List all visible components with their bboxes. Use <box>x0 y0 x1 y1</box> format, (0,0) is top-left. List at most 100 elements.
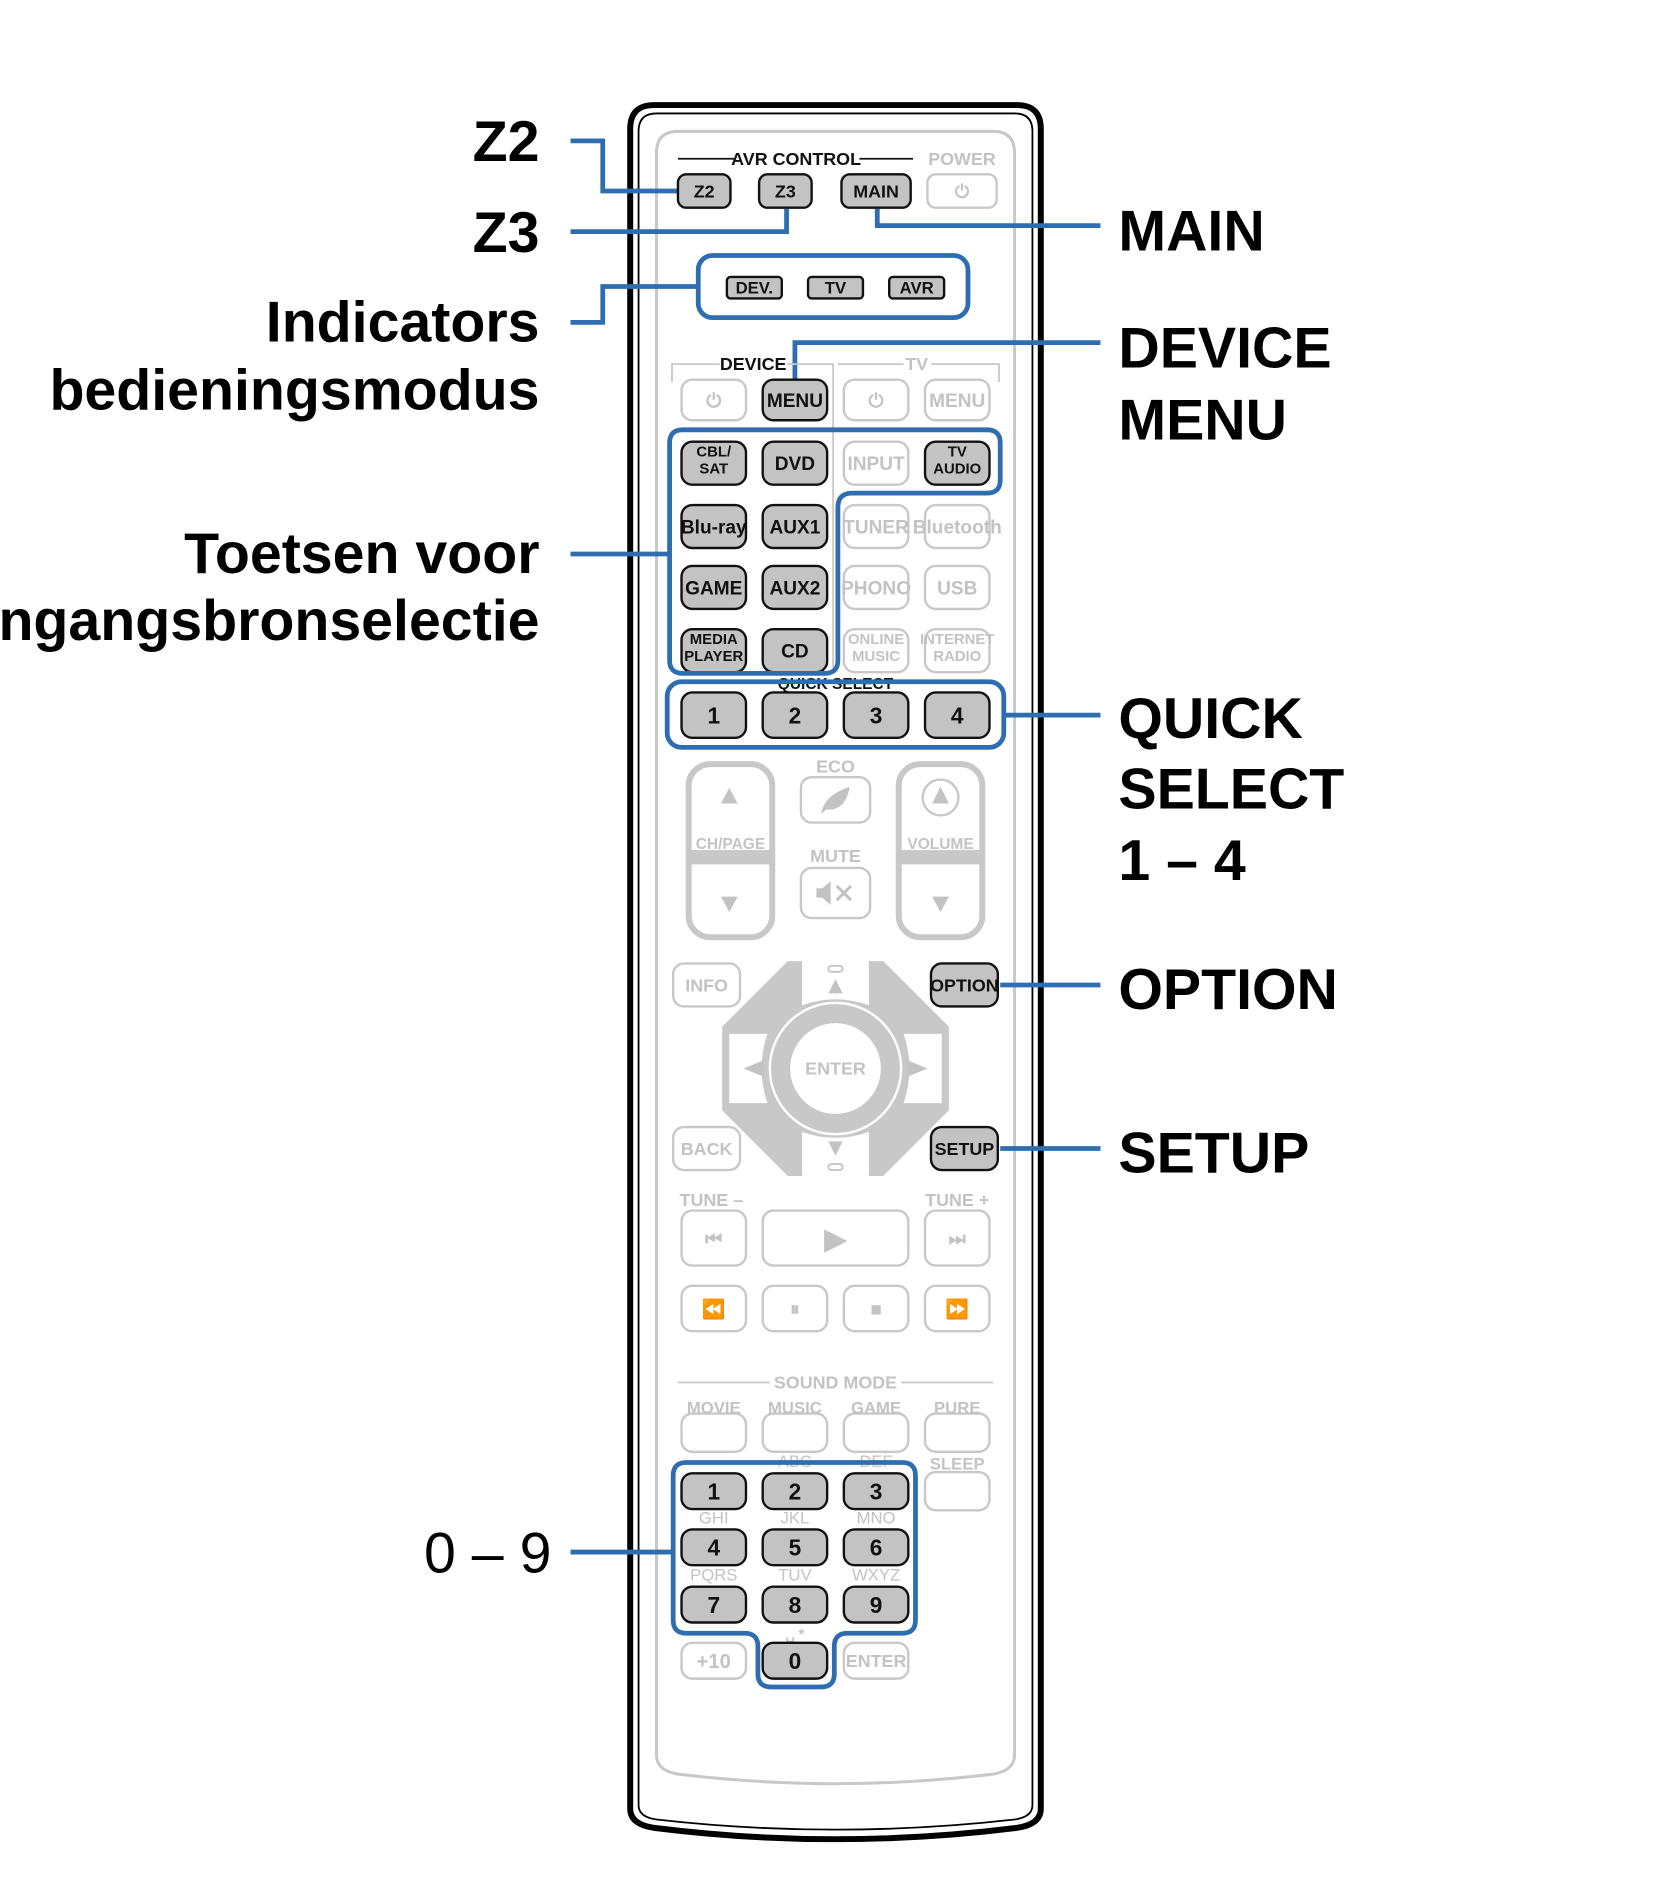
z2-button-label: Z2 <box>694 181 715 201</box>
callout-device-menu-line2: MENU <box>1118 388 1287 452</box>
z2-button[interactable]: Z2 <box>676 173 732 209</box>
input-cd-button[interactable]: CD <box>761 627 829 674</box>
power-button[interactable]: ⏻ <box>926 173 998 209</box>
rewind-button[interactable]: ⏪ <box>680 1284 748 1333</box>
prev-track-button-label: ⏮ <box>705 1229 722 1250</box>
stop-button[interactable]: ■ <box>842 1284 910 1333</box>
info-button-label: INFO <box>685 975 728 995</box>
input-internet-radio-button-label-line2: RADIO <box>933 649 981 665</box>
input-usb-button[interactable]: USB <box>923 564 991 611</box>
plus10-button[interactable]: +10 <box>680 1641 748 1680</box>
input-blu-ray-button[interactable]: Blu-ray <box>680 503 748 550</box>
enter-label: ENTER <box>805 1059 866 1079</box>
quick-select-3-button[interactable]: 3 <box>842 691 910 740</box>
option-button[interactable]: OPTION <box>929 962 1000 1008</box>
indicator-tv-label: TV <box>825 279 847 298</box>
rewind-button-label: ⏪ <box>702 1297 726 1320</box>
indicator-tv[interactable]: TV <box>806 275 865 300</box>
input-input-button[interactable]: INPUT <box>842 440 910 486</box>
ch-up-icon[interactable] <box>720 787 738 804</box>
keypad-0-button-label: 0 <box>789 1648 802 1674</box>
highlight-indicators <box>695 253 971 320</box>
keypad-9-button[interactable]: 9 <box>842 1585 910 1624</box>
next-track-button[interactable]: ⏭ <box>923 1209 991 1267</box>
device-menu-button[interactable]: MENU <box>761 378 829 422</box>
callout-main: MAIN <box>1118 200 1264 264</box>
sleep-button[interactable]: SLEEP <box>923 1455 991 1512</box>
input-phono-button[interactable]: PHONO <box>841 564 911 611</box>
play-button[interactable]: ▶ <box>761 1209 910 1267</box>
sound-mode-game-button[interactable]: GAME <box>842 1399 910 1453</box>
power-button-label: ⏻ <box>955 181 970 201</box>
callout-z2: Z2 <box>473 110 540 174</box>
tv-power-button[interactable]: ⏻ <box>842 378 910 422</box>
keypad-letters-7: PQRS <box>690 1566 737 1585</box>
pause-button[interactable]: ⏸ <box>761 1284 829 1333</box>
mute-button[interactable] <box>799 866 872 920</box>
sound-mode-game-button-label: GAME <box>851 1399 901 1418</box>
keypad-5-button[interactable]: 5 <box>761 1528 829 1567</box>
volume-up-icon[interactable] <box>932 786 949 804</box>
z3-button-label: Z3 <box>775 181 796 201</box>
main-button[interactable]: MAIN <box>840 173 912 209</box>
device-menu-button-label: MENU <box>767 391 823 412</box>
sound-mode-pure-button[interactable]: PURE <box>923 1399 991 1453</box>
leaf-icon <box>821 786 850 815</box>
prev-track-button[interactable]: ⏮ <box>680 1209 748 1267</box>
device-power-button[interactable]: ⏻ <box>680 378 748 422</box>
tv-menu-button[interactable]: MENU <box>923 378 991 422</box>
keypad-enter-button[interactable]: ENTER <box>842 1641 910 1680</box>
keypad-6-button[interactable]: 6 <box>842 1528 910 1567</box>
keypad-1-button[interactable]: 1 <box>680 1472 748 1511</box>
volume-down-icon[interactable] <box>932 896 949 913</box>
z3-button[interactable]: Z3 <box>757 173 813 209</box>
leader-device-menu <box>792 340 1101 380</box>
input-tuner-button[interactable]: TUNER <box>842 503 910 550</box>
stop-button-label: ■ <box>870 1299 882 1320</box>
sound-mode-music-button[interactable]: MUSIC <box>761 1399 829 1453</box>
mute-speaker-icon <box>816 881 831 905</box>
keypad-4-button[interactable]: 4 <box>680 1528 748 1567</box>
sound-mode-movie-button[interactable]: MOVIE <box>680 1399 748 1453</box>
input-bluetooth-button[interactable]: Bluetooth <box>913 503 1002 550</box>
fast-forward-button[interactable]: ⏩ <box>923 1284 991 1333</box>
indicator-dev[interactable]: DEV. <box>725 275 783 300</box>
input-game-button[interactable]: GAME <box>680 564 748 611</box>
keypad-3-button[interactable]: 3 <box>842 1472 910 1511</box>
keypad-5-button-label: 5 <box>789 1534 802 1560</box>
keypad-8-button[interactable]: 8 <box>761 1585 829 1624</box>
input-cd-button-label: CD <box>781 642 809 663</box>
ch-down-icon[interactable] <box>720 896 738 913</box>
input-dvd-button[interactable]: DVD <box>761 440 829 486</box>
keypad-letters-8: TUV <box>778 1566 812 1585</box>
volume-rocker: VOLUME <box>895 761 986 941</box>
quick-select-1-button[interactable]: 1 <box>680 691 748 740</box>
back-button[interactable]: BACK <box>671 1125 742 1172</box>
keypad-0-button[interactable]: 0 <box>761 1641 829 1680</box>
input-cbl-sat-button[interactable]: CBL/SAT <box>680 440 748 486</box>
info-button[interactable]: INFO <box>671 962 742 1008</box>
setup-button[interactable]: SETUP <box>929 1125 1000 1172</box>
quick-select-4-button[interactable]: 4 <box>923 691 991 740</box>
quick-select-1-button-label: 1 <box>707 702 720 728</box>
callout-z3: Z3 <box>473 201 540 265</box>
input-aux1-button[interactable]: AUX1 <box>761 503 829 550</box>
keypad-letters-4: GHI <box>699 1508 729 1527</box>
eco-button[interactable] <box>799 776 872 824</box>
keypad-7-button[interactable]: 7 <box>680 1585 748 1624</box>
navigation-pad: ENTER <box>722 958 949 1179</box>
callout-device-menu-line1: DEVICE <box>1118 317 1331 381</box>
tv-menu-button-label: MENU <box>929 391 985 412</box>
input-game-button-label: GAME <box>685 578 742 599</box>
quick-select-2-button[interactable]: 2 <box>761 691 829 740</box>
label-space-star: ␣ * <box>786 1627 805 1643</box>
input-aux2-button[interactable]: AUX2 <box>761 564 829 611</box>
callouts-left: Z2 Z3 Indicators bedieningsmodus Toetsen… <box>0 110 551 1585</box>
indicator-avr[interactable]: AVR <box>888 275 946 300</box>
quick-select-2-button-label: 2 <box>789 702 802 728</box>
keypad-2-button[interactable]: 2 <box>761 1472 829 1511</box>
